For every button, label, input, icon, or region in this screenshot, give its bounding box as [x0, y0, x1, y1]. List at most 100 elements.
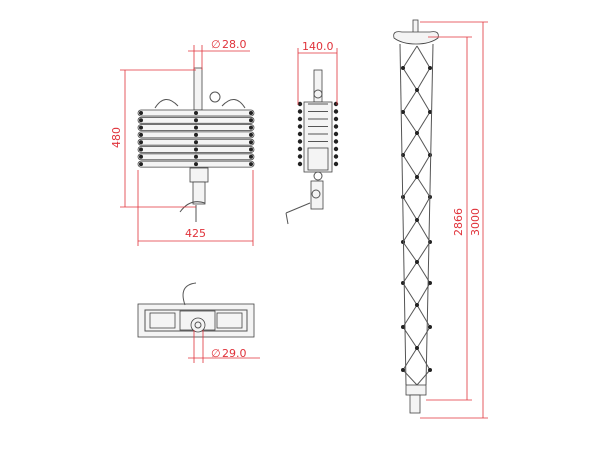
lattice-bar: [416, 241, 431, 263]
bottom-spigot-circle: [190, 317, 206, 333]
dim-extended-total: 3000: [420, 21, 488, 419]
dim-extended-inner: 2866: [426, 36, 472, 401]
dim-label-extended-total: 3000: [469, 208, 482, 236]
pivot: [297, 154, 303, 159]
pivot: [333, 139, 339, 144]
extended-bottom-bracket: [405, 384, 427, 396]
pivot: [194, 111, 198, 115]
lattice-bar: [416, 176, 431, 198]
pivot: [194, 118, 198, 123]
lattice-node: [401, 66, 405, 70]
side-handle: [285, 202, 311, 225]
pivot: [139, 125, 143, 130]
lattice-bar: [402, 241, 418, 263]
pivot: [249, 132, 253, 137]
lattice-bar: [416, 45, 431, 69]
lattice-bar: [416, 326, 431, 349]
lattice-bar: [402, 67, 418, 91]
pivot: [194, 125, 198, 130]
lattice-bar: [416, 369, 431, 386]
lattice-node: [415, 303, 419, 307]
front-eyebolt: [209, 91, 221, 103]
pivot: [139, 147, 143, 152]
front-bottom-bracket: [189, 167, 209, 183]
bottom-safety-cable: [182, 282, 197, 306]
lattice-node: [415, 131, 419, 135]
lattice-node: [415, 88, 419, 92]
lattice-node: [401, 110, 405, 114]
lattice-bar: [416, 67, 431, 91]
lattice-bar: [402, 154, 418, 178]
lattice-bar: [402, 196, 418, 221]
pivot: [297, 116, 303, 122]
lattice-node: [401, 325, 405, 329]
lattice-bar: [402, 45, 418, 69]
pivot: [297, 109, 303, 114]
lattice-bar: [402, 369, 418, 386]
pivot: [333, 124, 339, 129]
pivot: [249, 162, 253, 167]
pivot: [194, 147, 198, 152]
pivot: [139, 140, 143, 145]
lattice-bar: [416, 219, 431, 243]
lattice-bar: [402, 89, 418, 113]
dim-bottom-pole-diameter: ∅ 29.0: [188, 330, 260, 363]
front-safety-cable: [179, 201, 206, 222]
pivot: [249, 118, 253, 123]
lattice-bar: [416, 347, 431, 371]
extended-bottom-spigot: [409, 394, 421, 414]
front-bottom-spigot: [192, 181, 206, 205]
lattice-bar: [416, 111, 431, 134]
lattice-cable: [399, 43, 407, 386]
side-spigot: [310, 180, 324, 210]
lattice-bar: [416, 132, 431, 156]
pivot: [139, 111, 143, 115]
front-view: [137, 67, 255, 222]
pivot: [249, 154, 253, 159]
dim-front-pole-diameter: ∅ 28.0: [188, 38, 250, 70]
lattice-node: [415, 346, 419, 350]
pivot: [297, 101, 303, 107]
extended-scissor-lattice: [399, 43, 434, 386]
dim-label-front-width: 425: [185, 227, 206, 240]
pivot: [333, 101, 339, 107]
pivot: [139, 118, 143, 123]
dim-front-height: 480: [110, 69, 196, 208]
pivot: [333, 154, 339, 159]
lattice-bar: [402, 219, 418, 243]
lattice-bar: [416, 89, 431, 113]
pivot: [139, 132, 143, 137]
lattice-bar: [416, 196, 431, 221]
front-pulleys: [154, 99, 246, 109]
lattice-node: [428, 66, 432, 70]
dim-label-front-pole-diameter: 28.0: [222, 38, 247, 51]
front-scissor-slats: [137, 109, 255, 168]
extended-top-plate: [393, 31, 439, 45]
pivot: [249, 147, 253, 152]
lattice-bar: [402, 261, 418, 284]
dim-label-front-height: 480: [110, 127, 123, 148]
pivot: [249, 140, 253, 145]
lattice-node: [428, 281, 432, 285]
lattice-bar: [402, 111, 418, 134]
pivot: [194, 162, 198, 167]
pivot: [297, 161, 303, 167]
lattice-node: [428, 368, 432, 372]
side-motor-block: [307, 147, 329, 171]
lattice-bar: [402, 132, 418, 156]
side-scissor-links: [297, 101, 339, 167]
dim-label-extended-inner: 2866: [452, 208, 465, 236]
lattice-bar: [416, 154, 431, 178]
pivot: [249, 111, 253, 115]
pivot: [333, 161, 339, 167]
lattice-bar: [402, 176, 418, 198]
lattice-node: [415, 260, 419, 264]
lattice-node: [401, 368, 405, 372]
pivot: [297, 124, 303, 129]
pivot: [139, 162, 143, 167]
pivot: [139, 154, 143, 159]
bottom-view: [137, 282, 255, 338]
pivot: [249, 125, 253, 130]
pivot: [297, 146, 303, 152]
